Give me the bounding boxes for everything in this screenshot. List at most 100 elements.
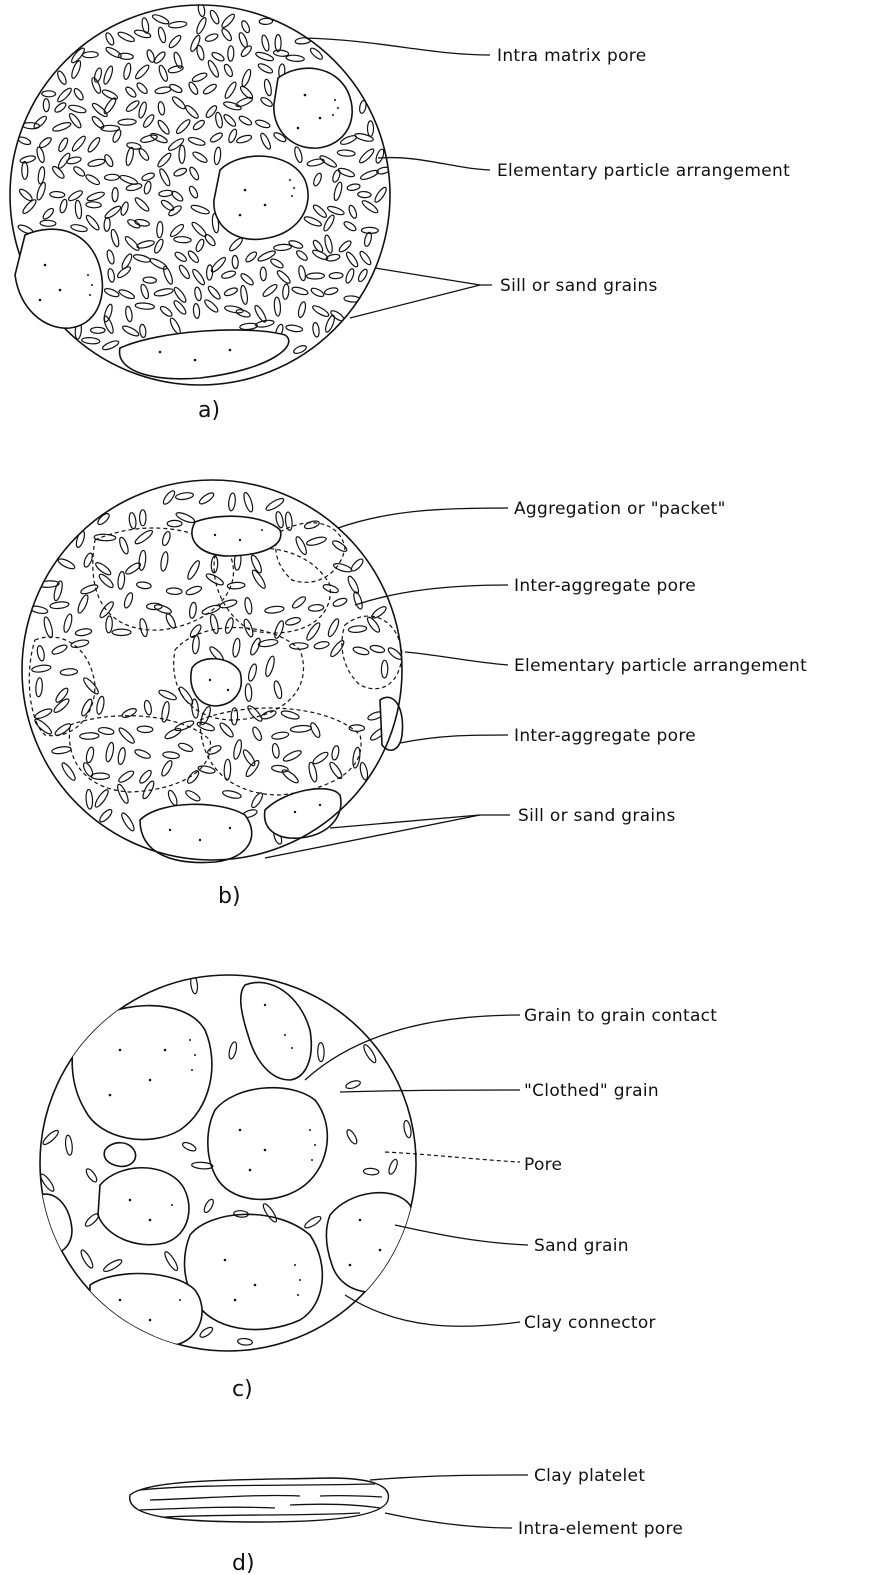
- clay-particle: [304, 520, 320, 531]
- clay-particle: [117, 571, 125, 589]
- clay-particle: [260, 709, 277, 721]
- clay-particle: [84, 1212, 101, 1228]
- sand-grain: [140, 804, 252, 862]
- clay-particle: [211, 51, 226, 63]
- clay-particle: [190, 204, 210, 216]
- clay-particle: [102, 1258, 123, 1274]
- clay-particle: [22, 161, 28, 179]
- clay-particle: [311, 750, 329, 765]
- clay-particle: [348, 625, 367, 633]
- leader-line: [385, 1513, 512, 1528]
- clay-particle: [118, 119, 136, 126]
- panel-c: Grain to grain contact "Clothed" grain P…: [39, 975, 718, 1402]
- clay-particle: [255, 319, 274, 328]
- clay-particle: [305, 621, 322, 642]
- clay-particle: [178, 264, 192, 280]
- clay-particle: [105, 616, 112, 633]
- clay-particle: [361, 199, 380, 215]
- clay-particle: [293, 146, 303, 163]
- clay-particle: [93, 788, 110, 809]
- clay-particle: [75, 628, 92, 637]
- leader-line: [305, 1015, 520, 1080]
- leader-line: [340, 1090, 520, 1092]
- clay-particle: [135, 302, 155, 310]
- clay-particle: [329, 272, 343, 278]
- clay-particle: [84, 1167, 98, 1183]
- clay-particle: [209, 131, 224, 143]
- clay-particle: [136, 239, 155, 249]
- clay-particle: [72, 165, 86, 178]
- sand-grain: [265, 789, 341, 839]
- leader-line: [385, 1152, 520, 1162]
- clay-particle: [125, 99, 141, 113]
- clay-particle: [169, 223, 185, 239]
- clay-particle: [220, 27, 233, 42]
- clay-particle: [86, 136, 101, 154]
- clay-particle: [79, 1249, 95, 1270]
- label-inter-aggregate-pore: Inter-aggregate pore: [514, 576, 696, 596]
- clay-particle: [158, 168, 172, 187]
- clay-particle: [41, 1129, 60, 1147]
- clay-particle: [261, 283, 278, 298]
- clay-particle: [57, 557, 76, 571]
- clay-particle: [80, 732, 99, 739]
- clay-particle: [215, 112, 224, 129]
- clay-particle: [156, 119, 171, 136]
- clay-particle: [186, 769, 201, 785]
- clay-particle: [70, 639, 89, 649]
- clay-particle: [244, 759, 261, 778]
- clay-particle: [128, 512, 137, 529]
- clay-particle: [52, 121, 72, 133]
- clay-particle: [198, 491, 215, 506]
- clay-particle: [86, 190, 105, 202]
- clay-particle: [280, 709, 299, 720]
- clay-particle: [213, 147, 221, 165]
- label-grain-to-grain-contact: Grain to grain contact: [524, 1006, 717, 1026]
- clay-particle: [323, 234, 333, 253]
- clay-particle: [265, 496, 286, 512]
- clay-particle: [240, 285, 249, 305]
- clay-particle: [124, 85, 137, 98]
- clay-particle: [73, 87, 85, 101]
- clay-particle: [237, 32, 248, 49]
- clay-particle: [117, 747, 126, 765]
- clay-particle: [98, 726, 114, 735]
- sand-grain: [274, 68, 352, 148]
- clay-particle: [343, 220, 358, 232]
- clay-particle: [307, 158, 325, 167]
- clay-particle: [91, 327, 106, 333]
- caption-a: a): [198, 398, 220, 423]
- clay-particle: [271, 743, 280, 758]
- clay-particle: [191, 71, 208, 83]
- clay-particle: [196, 45, 206, 61]
- clay-particle: [352, 646, 369, 656]
- clay-particle: [140, 134, 158, 144]
- clay-particle: [157, 101, 165, 115]
- clay-particle: [166, 588, 182, 595]
- clay-particle: [359, 169, 379, 182]
- clay-particle: [153, 603, 172, 615]
- aggregate-outline: [276, 523, 345, 583]
- label-clay-platelet: Clay platelet: [534, 1466, 645, 1486]
- clay-particle: [358, 250, 372, 266]
- clay-particle: [237, 1338, 252, 1346]
- clay-particle: [207, 285, 222, 301]
- clay-particle: [140, 510, 146, 526]
- clay-particle: [143, 277, 157, 284]
- caption-b: b): [218, 884, 241, 909]
- clay-particle: [81, 337, 100, 345]
- clay-particle: [112, 187, 118, 201]
- clay-particle: [363, 1168, 379, 1175]
- clay-particle: [35, 678, 43, 697]
- clay-particle: [34, 707, 53, 720]
- clay-particle: [85, 789, 93, 809]
- clay-particle: [387, 1158, 399, 1175]
- clay-particle: [174, 236, 192, 243]
- panel-b: Aggregation or "packet" Inter-aggregate …: [22, 480, 807, 909]
- clay-particle: [136, 581, 151, 589]
- clay-particle: [273, 620, 285, 639]
- clay-particle: [102, 65, 114, 85]
- sand-grain: [15, 229, 102, 328]
- clay-particle: [104, 32, 115, 46]
- leader-line: [305, 38, 490, 55]
